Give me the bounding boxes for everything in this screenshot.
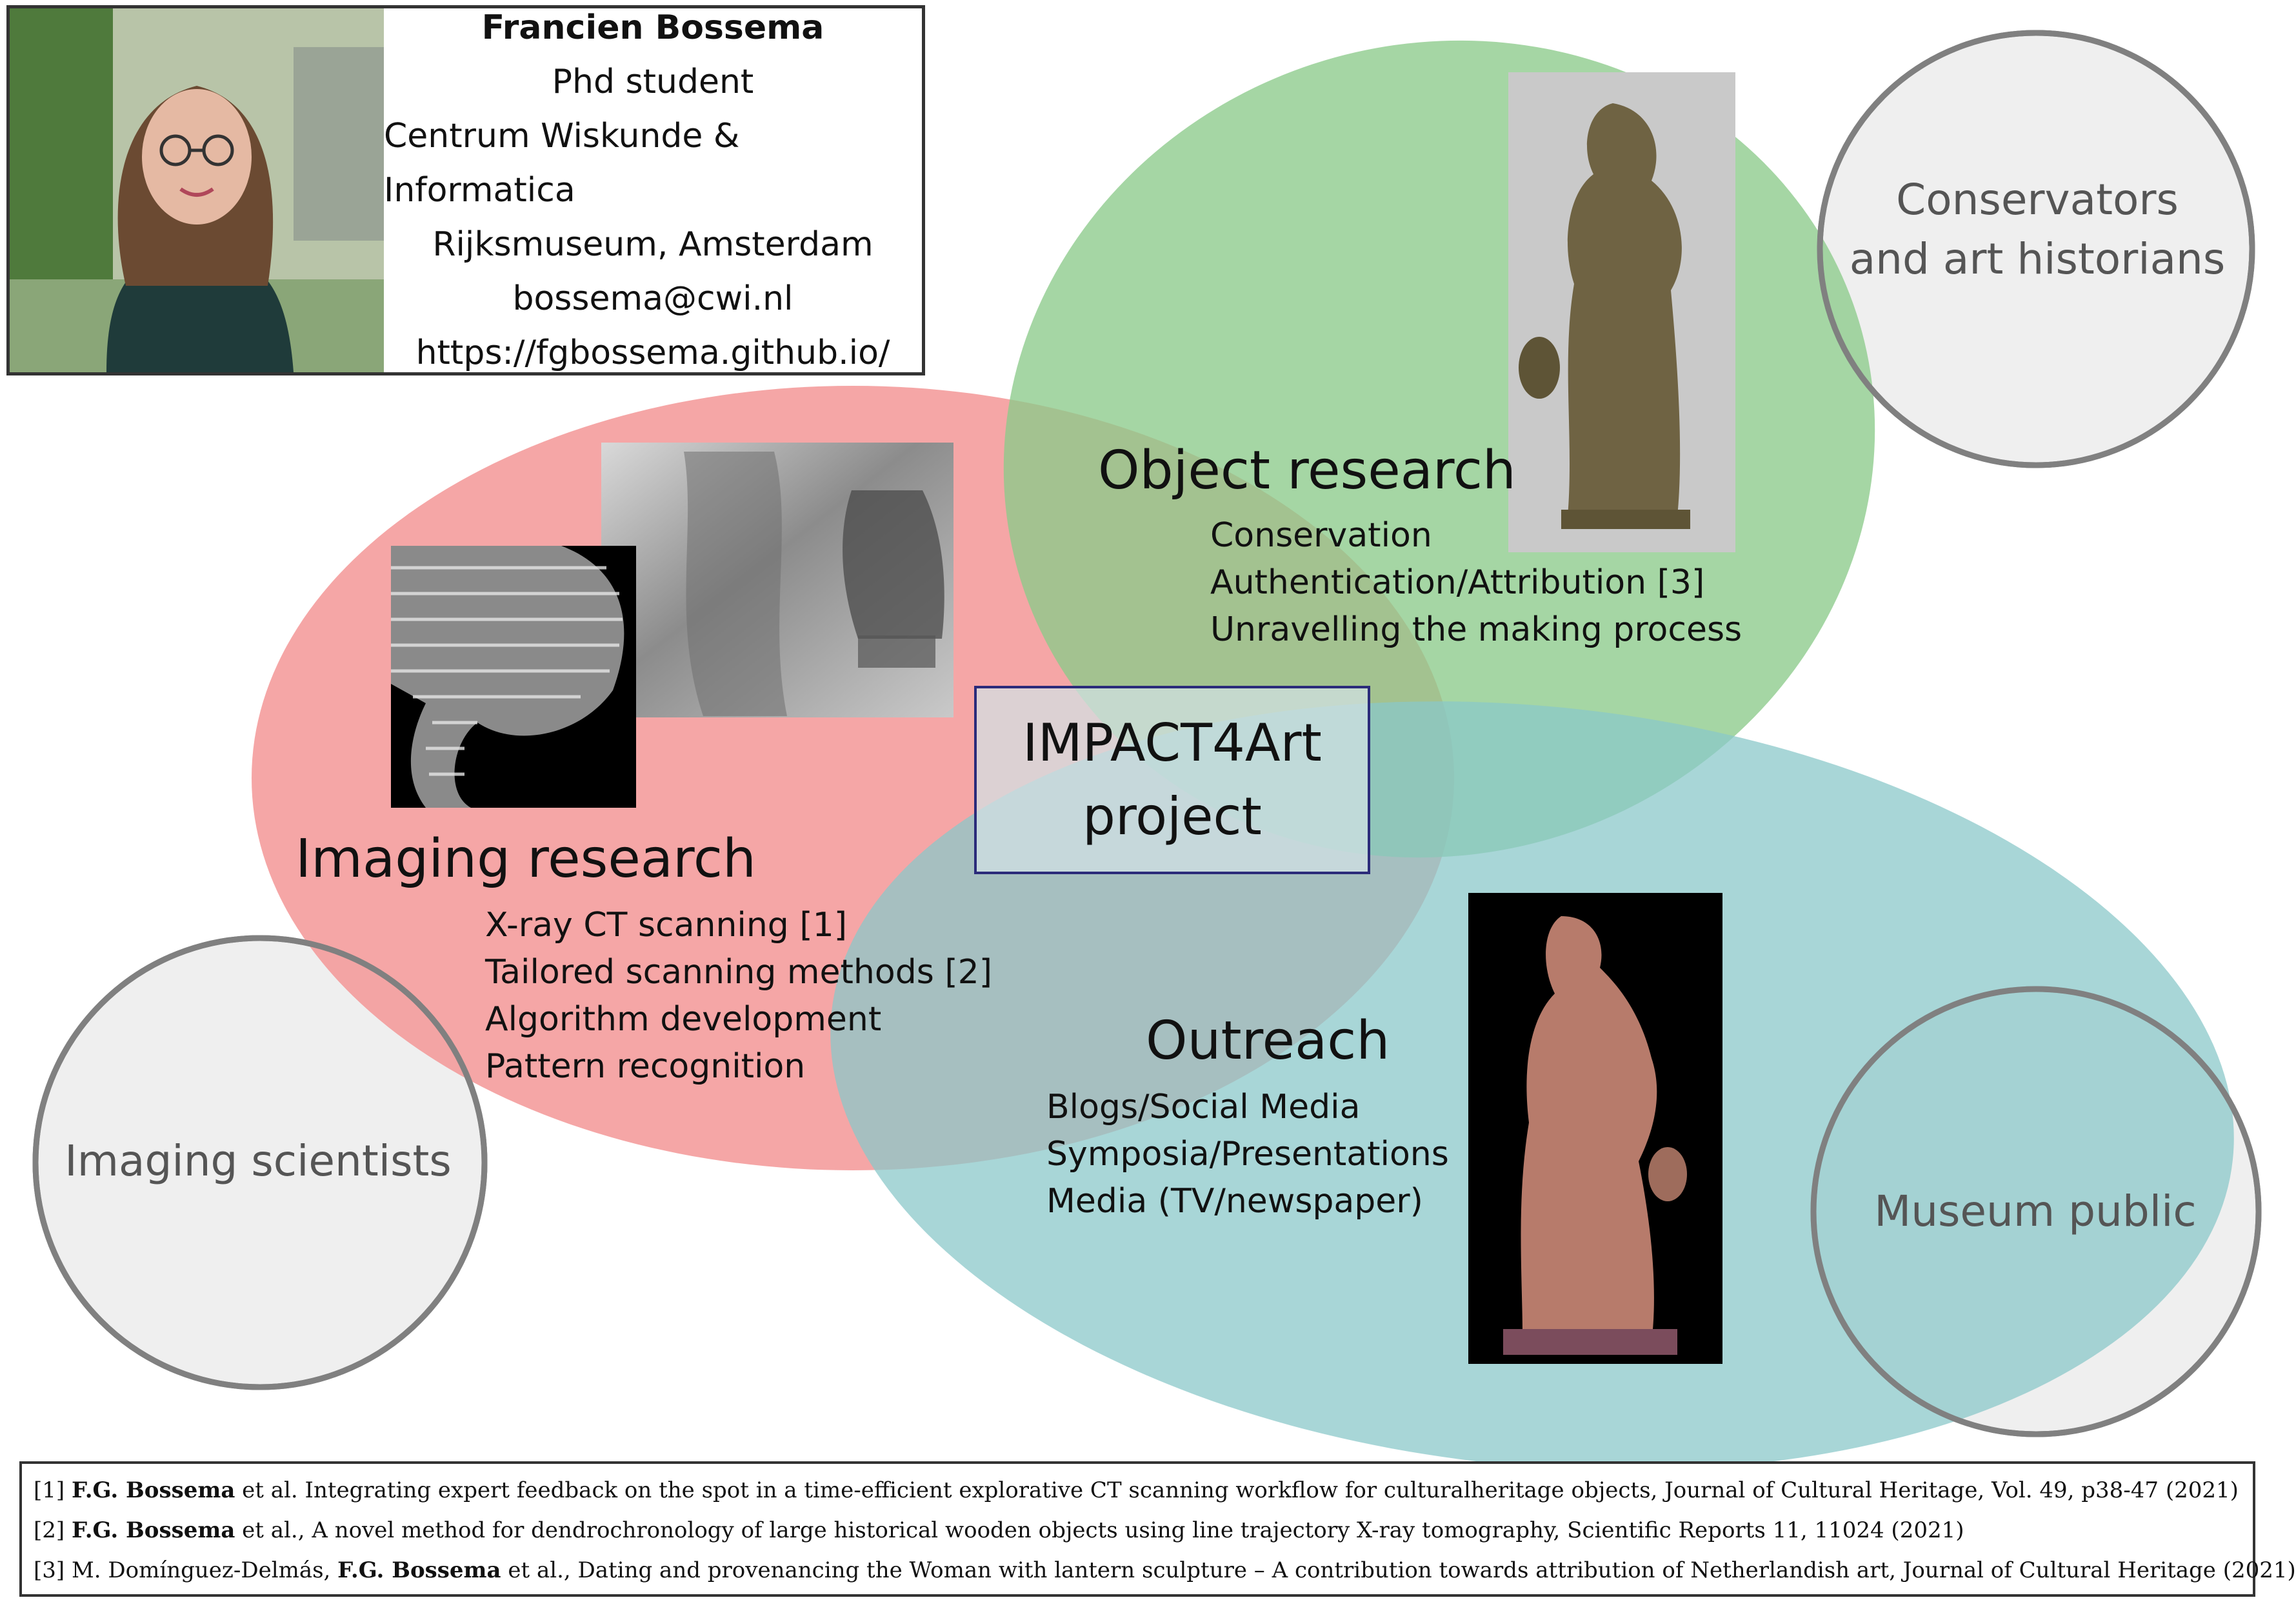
object-research-item: Unravelling the making process bbox=[1210, 610, 1742, 649]
stakeholder-label-imaging: Imaging scientists bbox=[65, 1136, 452, 1186]
reference-author: F.G. Bossema bbox=[337, 1557, 501, 1583]
object-research-item: Authentication/Attribution [3] bbox=[1210, 563, 1705, 602]
stakeholder-outline-conservators bbox=[1817, 30, 2255, 468]
reference-item: [3] M. Domínguez-Delmás, F.G. Bossema et… bbox=[34, 1550, 2296, 1590]
profile-website[interactable]: https://fgbossema.github.io/ bbox=[415, 334, 890, 372]
outreach-title: Outreach bbox=[1146, 1010, 1390, 1072]
project-center-box: IMPACT4Art project bbox=[974, 686, 1370, 874]
stakeholder-conservators-line-2: and art historians bbox=[1849, 234, 2226, 284]
profile-affiliation-2: Rijksmuseum, Amsterdam bbox=[432, 225, 873, 264]
stakeholder-outline-museum bbox=[1810, 986, 2262, 1437]
reference-text: et al. Integrating expert feedback on th… bbox=[235, 1477, 2239, 1503]
stakeholder-outline-imaging bbox=[32, 935, 488, 1390]
imaging-research-list: X-ray CT scanning [1] Tailored scanning … bbox=[485, 902, 992, 1090]
imaging-research-title: Imaging research bbox=[295, 828, 756, 890]
reference-prefix: [3] M. Domínguez-Delmás, bbox=[34, 1557, 338, 1583]
ct-render-image bbox=[1468, 893, 1722, 1364]
reference-author: F.G. Bossema bbox=[71, 1477, 235, 1503]
reference-text: et al., Dating and provenancing the Woma… bbox=[501, 1557, 2296, 1583]
imaging-research-item: Algorithm development bbox=[485, 1000, 882, 1039]
object-research-list: Conservation Authentication/Attribution … bbox=[1210, 512, 1742, 654]
ct-slice-image bbox=[391, 546, 636, 808]
outreach-item: Media (TV/newspaper) bbox=[1046, 1182, 1423, 1221]
reference-item: [1] F.G. Bossema et al. Integrating expe… bbox=[34, 1470, 2241, 1510]
profile-role: Phd student bbox=[552, 63, 754, 101]
profile-email[interactable]: bossema@cwi.nl bbox=[512, 279, 794, 318]
object-research-title: Object research bbox=[1098, 440, 1516, 501]
profile-photo bbox=[10, 8, 384, 372]
profile-affiliation-1: Centrum Wiskunde & Informatica bbox=[384, 117, 740, 210]
reference-text: et al., A novel method for dendrochronol… bbox=[235, 1517, 1964, 1543]
project-name-line-1: IMPACT4Art bbox=[1023, 713, 1322, 773]
xray-radiograph-image bbox=[601, 443, 953, 717]
outreach-item: Blogs/Social Media bbox=[1046, 1088, 1361, 1126]
profile-card: Francien Bossema Phd student Centrum Wis… bbox=[6, 5, 925, 375]
imaging-research-item: Pattern recognition bbox=[485, 1047, 806, 1086]
sculpture-photo-image bbox=[1508, 72, 1735, 552]
object-research-item: Conservation bbox=[1210, 516, 1432, 555]
stakeholder-conservators-line-1: Conservators bbox=[1896, 175, 2179, 225]
reference-item: [2] F.G. Bossema et al., A novel method … bbox=[34, 1510, 2241, 1550]
reference-prefix: [2] bbox=[34, 1517, 72, 1543]
imaging-research-item: Tailored scanning methods [2] bbox=[485, 953, 992, 992]
stakeholder-label-museum: Museum public bbox=[1874, 1186, 2197, 1236]
imaging-research-item: X-ray CT scanning [1] bbox=[485, 906, 848, 945]
portrait-illustration bbox=[10, 8, 384, 372]
reference-prefix: [1] bbox=[34, 1477, 72, 1503]
project-name-line-2: project bbox=[1083, 786, 1262, 846]
outreach-list: Blogs/Social Media Symposia/Presentation… bbox=[1046, 1084, 1449, 1225]
reference-author: F.G. Bossema bbox=[71, 1517, 235, 1543]
references-box: [1] F.G. Bossema et al. Integrating expe… bbox=[19, 1461, 2296, 1597]
profile-name: Francien Bossema bbox=[481, 8, 824, 47]
profile-details: Francien Bossema Phd student Centrum Wis… bbox=[384, 8, 922, 372]
stakeholder-label-conservators: Conservators and art historians bbox=[1844, 170, 2231, 289]
outreach-item: Symposia/Presentations bbox=[1046, 1135, 1449, 1174]
